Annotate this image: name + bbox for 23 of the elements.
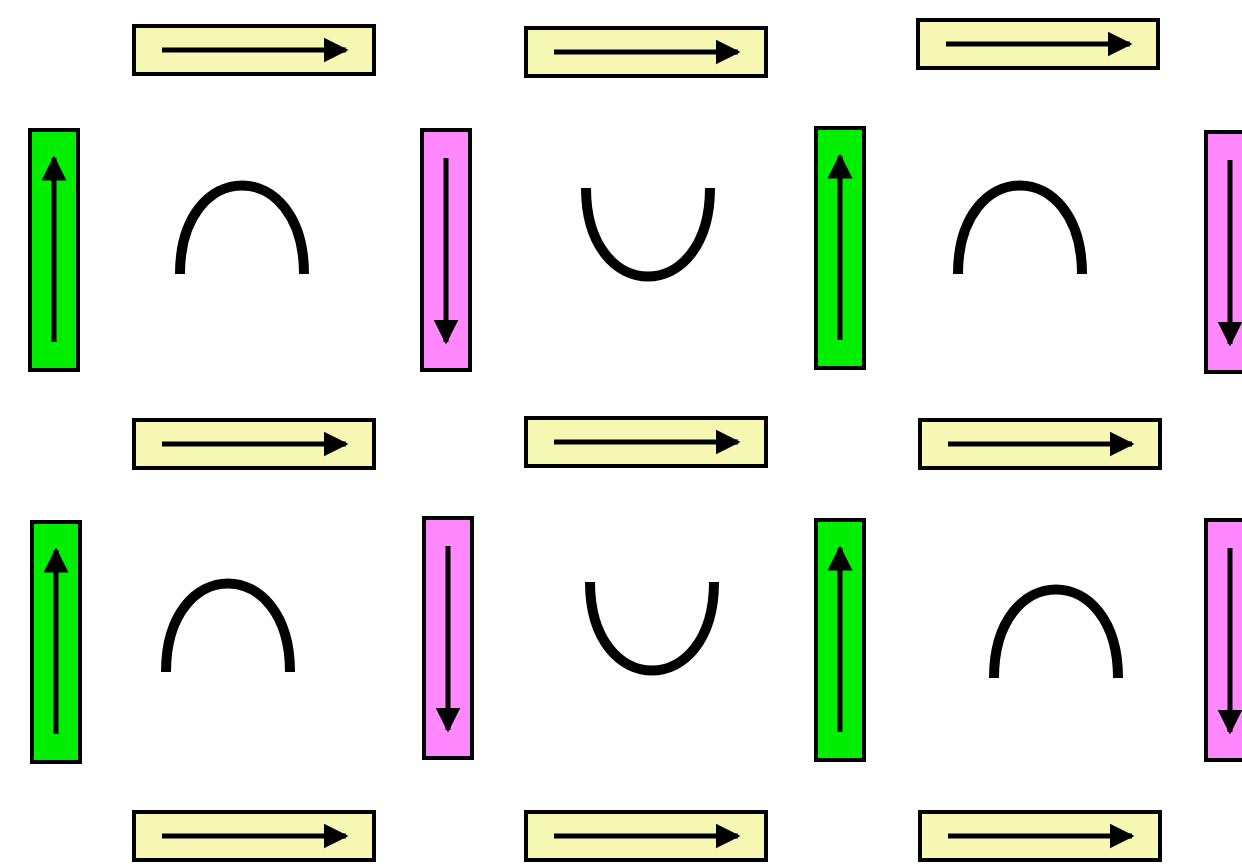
arrow-bar [30, 520, 82, 764]
arc-curve [175, 180, 309, 275]
arrow-bar [1204, 130, 1242, 374]
arrow-bar [918, 810, 1162, 862]
arrow-bar [814, 126, 866, 370]
arrow-bar [918, 418, 1162, 470]
arrow-bar [916, 18, 1160, 70]
arc-curve [581, 187, 715, 282]
arrow-bar [814, 518, 866, 762]
arrow-bar [524, 416, 768, 468]
arc-curve [953, 180, 1087, 275]
arrow-bar [524, 810, 768, 862]
arc-curve [585, 581, 719, 676]
arrow-bar [28, 128, 80, 372]
arrow-bar [132, 24, 376, 76]
arc-curve [989, 584, 1123, 679]
arrow-bar [132, 418, 376, 470]
arrow-bar [422, 516, 474, 760]
arc-curve [161, 578, 295, 673]
arrow-bar [420, 128, 472, 372]
arrow-bar [524, 26, 768, 78]
arrow-bar [132, 810, 376, 862]
arrow-bar [1204, 518, 1242, 762]
